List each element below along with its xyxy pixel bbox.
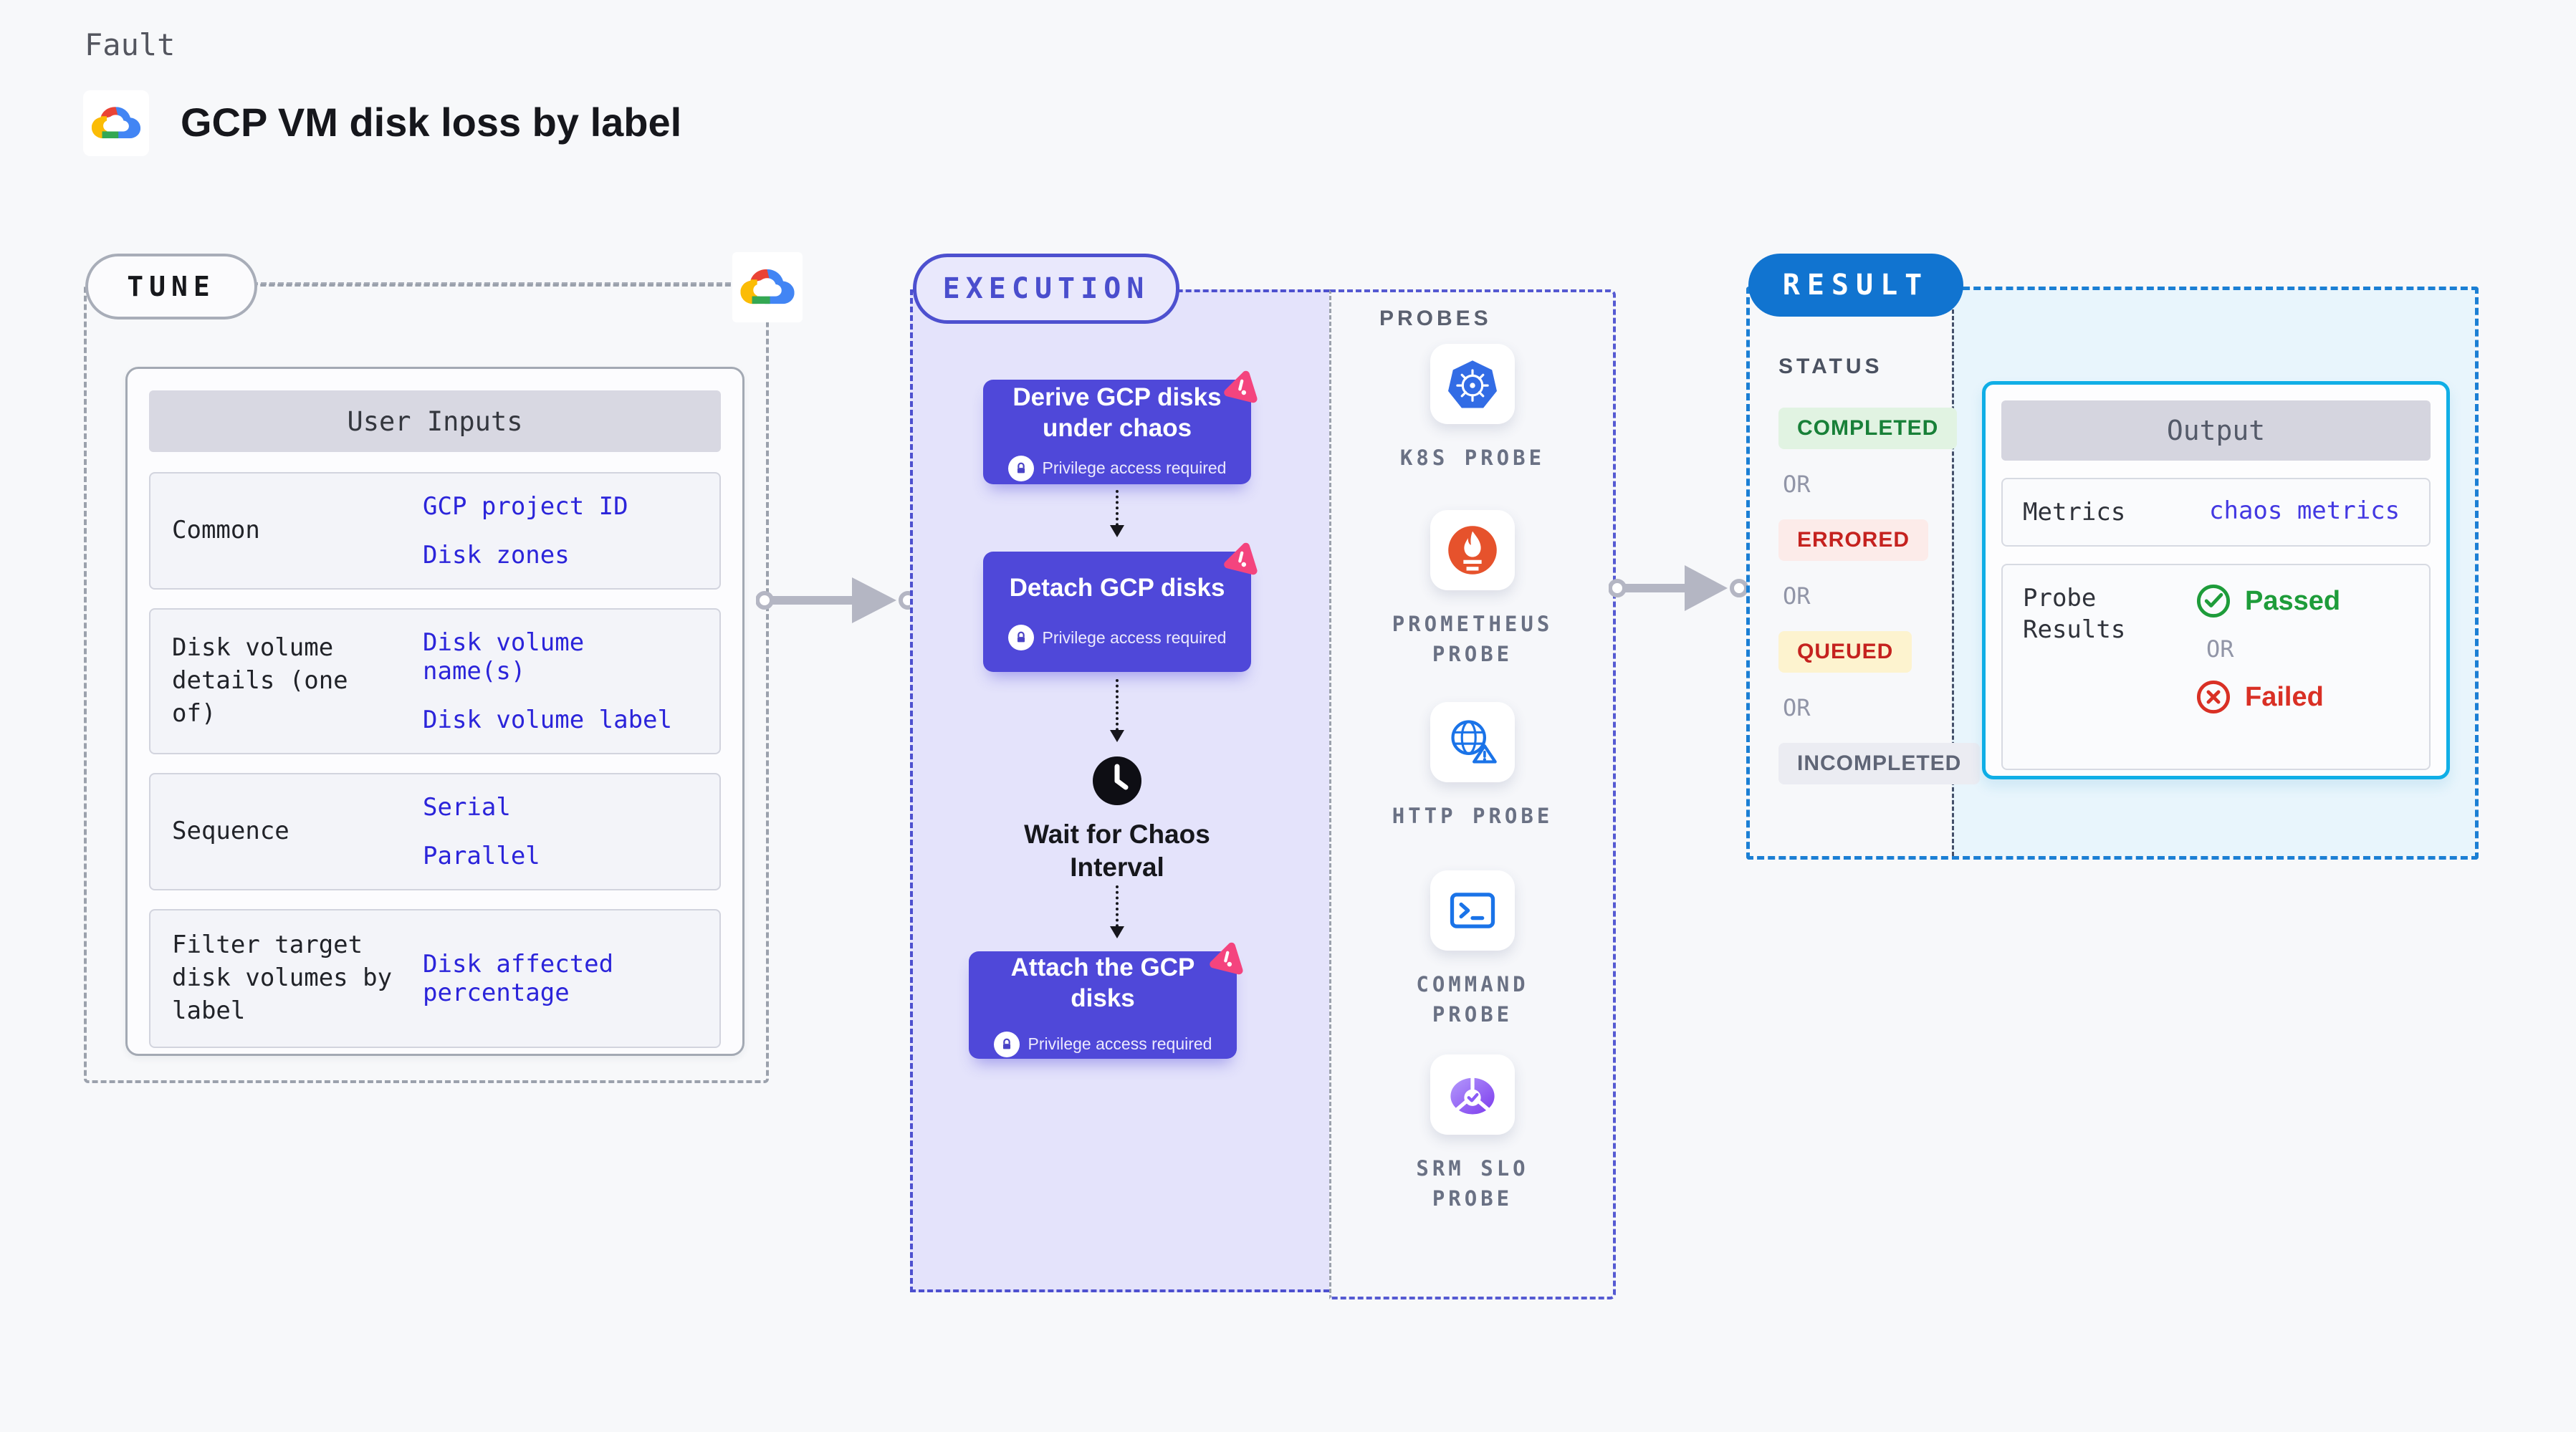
gcp-cloud-icon: [740, 269, 795, 304]
user-inputs-header: User Inputs: [149, 390, 721, 452]
status-badge-incompleted: INCOMPLETED: [1778, 743, 1981, 784]
lock-icon: [1007, 625, 1034, 651]
status-badge-errored: ERRORED: [1778, 519, 1929, 561]
execution-to-result-arrow: [1609, 565, 1748, 611]
privilege-note: Privilege access required: [1007, 455, 1227, 481]
litmus-icon: [1210, 942, 1243, 975]
input-link[interactable]: Parallel: [423, 842, 540, 870]
probe-command: COMMAND PROBE: [1329, 870, 1616, 1029]
probe-label: COMMAND PROBE: [1416, 972, 1529, 1027]
output-card: Output Metrics chaos metrics Probe Resul…: [1982, 381, 2450, 779]
or-separator: OR: [2206, 635, 2234, 663]
terminal-icon: [1430, 870, 1515, 951]
passed-text: Passed: [2245, 585, 2341, 616]
table-row: Filter target disk volumes by label Disk…: [149, 909, 721, 1048]
kubernetes-icon: [1430, 344, 1515, 424]
probes-title: PROBES: [1379, 307, 1492, 330]
probe-label: HTTP PROBE: [1392, 804, 1553, 828]
probe-http: HTTP PROBE: [1329, 702, 1616, 831]
or-separator: OR: [1783, 582, 1811, 610]
table-row: Common GCP project ID Disk zones: [149, 472, 721, 590]
probe-results-row: Probe Results Passed OR Failed: [2001, 564, 2431, 771]
x-circle-icon: [2196, 681, 2231, 714]
flow-arrow-down: [1110, 490, 1124, 537]
probe-label: K8S PROBE: [1399, 446, 1546, 470]
gcp-logo-small: [732, 252, 803, 322]
input-link[interactable]: Disk volume name(s): [423, 628, 585, 686]
privilege-note: Privilege access required: [1007, 625, 1227, 651]
table-row: Sequence Serial Parallel: [149, 773, 721, 890]
step-attach-disks: Attach the GCP disks Privilege access re…: [969, 942, 1243, 1059]
gcp-cloud-icon: [91, 107, 141, 139]
tune-badge: TUNE: [85, 254, 257, 319]
tune-to-execution-arrow: [756, 577, 917, 623]
probe-srm-slo: SRM SLO PROBE: [1329, 1054, 1616, 1214]
prometheus-icon: [1430, 510, 1515, 590]
probe-result-failed: Failed: [2195, 678, 2340, 716]
step-title: Attach the GCP disks: [1010, 953, 1195, 1012]
probe-k8s: K8S PROBE: [1329, 344, 1616, 473]
status-badge-completed: COMPLETED: [1778, 408, 1958, 449]
status-badge-queued: QUEUED: [1778, 631, 1912, 673]
status-title: STATUS: [1778, 355, 1883, 378]
table-row: Disk volume details (one of) Disk volume…: [149, 608, 721, 754]
status-column: STATUS COMPLETED OR ERRORED OR QUEUED OR…: [1778, 355, 1981, 784]
gcp-logo: [83, 90, 149, 156]
tune-section: [84, 284, 769, 1083]
http-globe-icon: [1430, 702, 1515, 782]
or-separator: OR: [1783, 694, 1811, 721]
metrics-row: Metrics chaos metrics: [2001, 478, 2431, 547]
step-detach-disks: Detach GCP disks Privilege access requir…: [983, 542, 1258, 672]
input-link[interactable]: Disk affected percentage: [423, 949, 614, 1007]
user-inputs-card: User Inputs Common GCP project ID Disk z…: [125, 367, 744, 1056]
check-circle-icon: [2196, 585, 2231, 618]
input-link[interactable]: GCP project ID: [423, 492, 628, 521]
probe-result-passed: Passed: [2195, 582, 2340, 620]
row-label: Common: [172, 516, 260, 545]
fault-kicker: Fault: [85, 27, 176, 62]
step-title: Detach GCP disks: [1009, 573, 1225, 602]
probe-label: PROMETHEUS PROBE: [1392, 612, 1553, 667]
failed-text: Failed: [2245, 681, 2324, 712]
privilege-note: Privilege access required: [993, 1031, 1212, 1057]
privilege-note-text: Privilege access required: [1042, 458, 1227, 478]
row-label: Sequence: [172, 817, 289, 846]
probe-prometheus: PROMETHEUS PROBE: [1329, 510, 1616, 669]
probe-label: SRM SLO PROBE: [1416, 1156, 1529, 1211]
execution-badge: EXECUTION: [913, 254, 1179, 324]
privilege-note-text: Privilege access required: [1028, 1034, 1212, 1054]
output-header: Output: [2001, 400, 2431, 461]
row-label: Disk volume details (one of): [172, 633, 348, 728]
litmus-icon: [1224, 370, 1258, 403]
input-link[interactable]: Serial: [423, 793, 511, 822]
lock-icon: [993, 1031, 1020, 1057]
metrics-label: Metrics: [2023, 498, 2126, 527]
clock-icon: [1091, 755, 1143, 807]
step-derive-disks: Derive GCP disks under chaos Privilege a…: [983, 370, 1258, 484]
slo-gauge-icon: [1430, 1054, 1515, 1135]
lock-icon: [1007, 455, 1034, 481]
wait-for-chaos-label: Wait for Chaos Interval: [1024, 820, 1210, 883]
step-title: Derive GCP disks under chaos: [1012, 383, 1222, 442]
row-label: Filter target disk volumes by label: [172, 931, 393, 1025]
flow-arrow-down: [1110, 679, 1124, 742]
or-separator: OR: [1783, 471, 1811, 498]
input-link[interactable]: Disk volume label: [423, 706, 672, 734]
privilege-note-text: Privilege access required: [1042, 628, 1227, 647]
input-link[interactable]: Disk zones: [423, 541, 570, 570]
chaos-metrics-link[interactable]: chaos metrics: [2209, 496, 2400, 525]
litmus-icon: [1224, 542, 1258, 575]
result-badge: RESULT: [1748, 254, 1963, 317]
probe-results-label: Probe Results: [2023, 584, 2126, 645]
page-title: GCP VM disk loss by label: [181, 100, 682, 145]
flow-arrow-down: [1110, 885, 1124, 938]
